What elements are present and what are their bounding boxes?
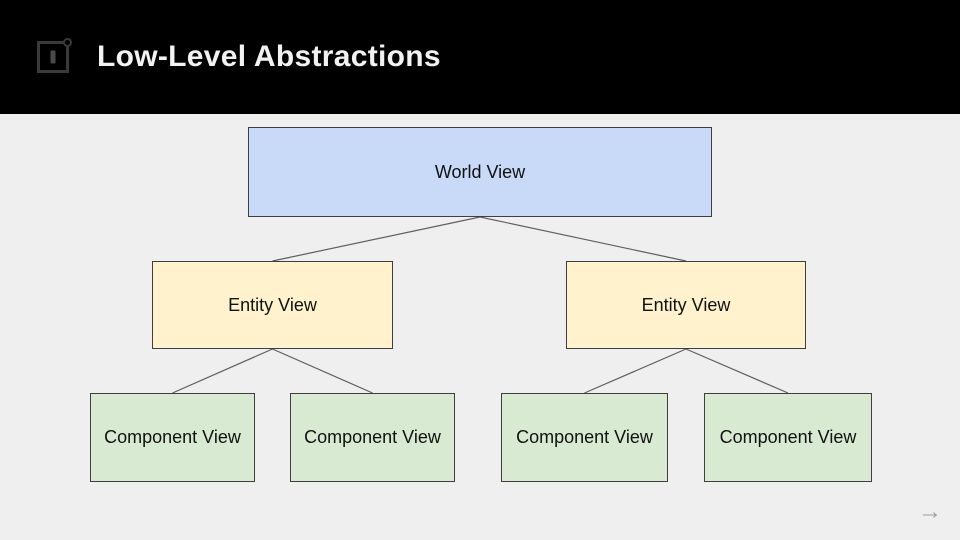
diagram-node-label: World View <box>434 161 526 182</box>
slide-header: Low-Level Abstractions <box>0 0 960 114</box>
logo-degree-dot <box>63 38 72 47</box>
next-slide-arrow-icon[interactable]: → <box>918 498 942 525</box>
logo-bar <box>50 50 56 64</box>
diagram-node-label: Entity View <box>228 294 317 315</box>
diagram-node-component-4: Component View <box>704 393 872 482</box>
edge-world-to-entity-1 <box>272 216 481 262</box>
edge-entity-2-to-component-3 <box>584 348 687 394</box>
slide-title: Low-Level Abstractions <box>97 40 441 73</box>
diagram-node-component-3: Component View <box>501 393 668 482</box>
app-logo-icon <box>37 38 72 73</box>
diagram-node-label: Component View <box>104 427 241 447</box>
edge-entity-1-to-component-1 <box>172 348 273 394</box>
diagram-node-label: Component View <box>516 427 653 447</box>
diagram-node-entity-1: Entity View <box>152 261 393 349</box>
edge-world-to-entity-2 <box>479 216 687 262</box>
diagram-node-label: Component View <box>719 427 857 447</box>
diagram-node-label: Entity View <box>641 294 731 315</box>
edge-entity-2-to-component-4 <box>685 348 789 394</box>
diagram-node-entity-2: Entity View <box>566 261 806 349</box>
edge-entity-1-to-component-2 <box>272 348 373 394</box>
diagram-node-label: Component View <box>304 427 441 447</box>
diagram-node-component-2: Component View <box>290 393 455 482</box>
diagram-node-component-1: Component View <box>90 393 255 482</box>
diagram-node-world: World View <box>248 127 712 217</box>
